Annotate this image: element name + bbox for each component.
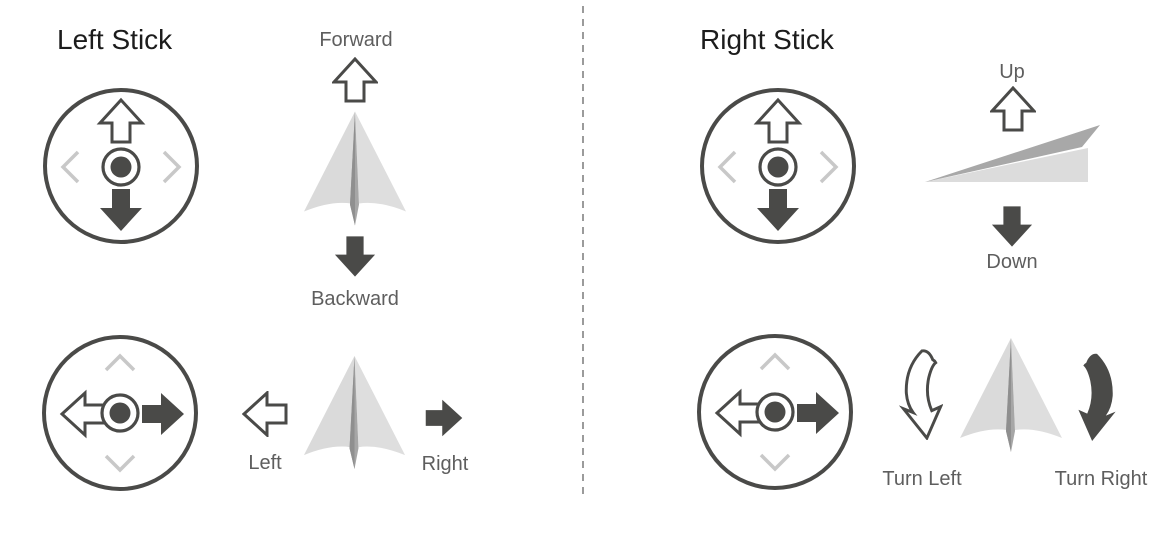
left-stick-horizontal-joystick [42, 335, 198, 491]
stick-knob-center [764, 401, 786, 423]
up-chevron-icon [759, 352, 791, 371]
stick-knob-center [109, 402, 131, 424]
backward-label: Backward [311, 288, 399, 310]
right-stick-vertical-joystick [700, 88, 856, 244]
drone-top-view-icon [304, 111, 406, 226]
backward-down-arrow-icon [334, 236, 376, 277]
down-chevron-icon [104, 454, 136, 473]
turn-left-label: Turn Left [882, 468, 962, 490]
right-move-arrow-icon [425, 399, 463, 437]
drone-top-view-icon [960, 338, 1062, 452]
down-arrow-icon [991, 206, 1033, 247]
left-label: Left [248, 452, 282, 474]
turn-right-label: Turn Right [1054, 468, 1148, 490]
stick-knob-center [110, 156, 132, 178]
left-move-arrow-icon [242, 391, 288, 437]
right-stick-title: Right Stick [700, 24, 834, 55]
stick-knob-center [767, 156, 789, 178]
left-stick-vertical-joystick [43, 88, 199, 244]
left-chevron-icon [717, 150, 737, 184]
turn-right-curved-arrow-icon [1078, 353, 1116, 442]
right-chevron-icon [162, 150, 182, 184]
down-label: Down [986, 251, 1038, 273]
up-chevron-icon [104, 353, 136, 372]
section-divider [582, 6, 584, 494]
drone-side-view-icon [925, 125, 1100, 182]
left-stick-title: Left Stick [57, 24, 173, 55]
down-chevron-icon [759, 453, 791, 472]
drone-top-view-icon [303, 355, 406, 470]
up-label: Up [999, 61, 1025, 83]
right-label: Right [421, 453, 469, 475]
turn-left-curved-arrow-icon [901, 349, 943, 440]
forward-up-arrow-icon [332, 57, 378, 103]
right-chevron-icon [819, 150, 839, 184]
right-stick-horizontal-joystick [697, 334, 853, 490]
forward-label: Forward [319, 29, 393, 51]
left-chevron-icon [60, 150, 80, 184]
